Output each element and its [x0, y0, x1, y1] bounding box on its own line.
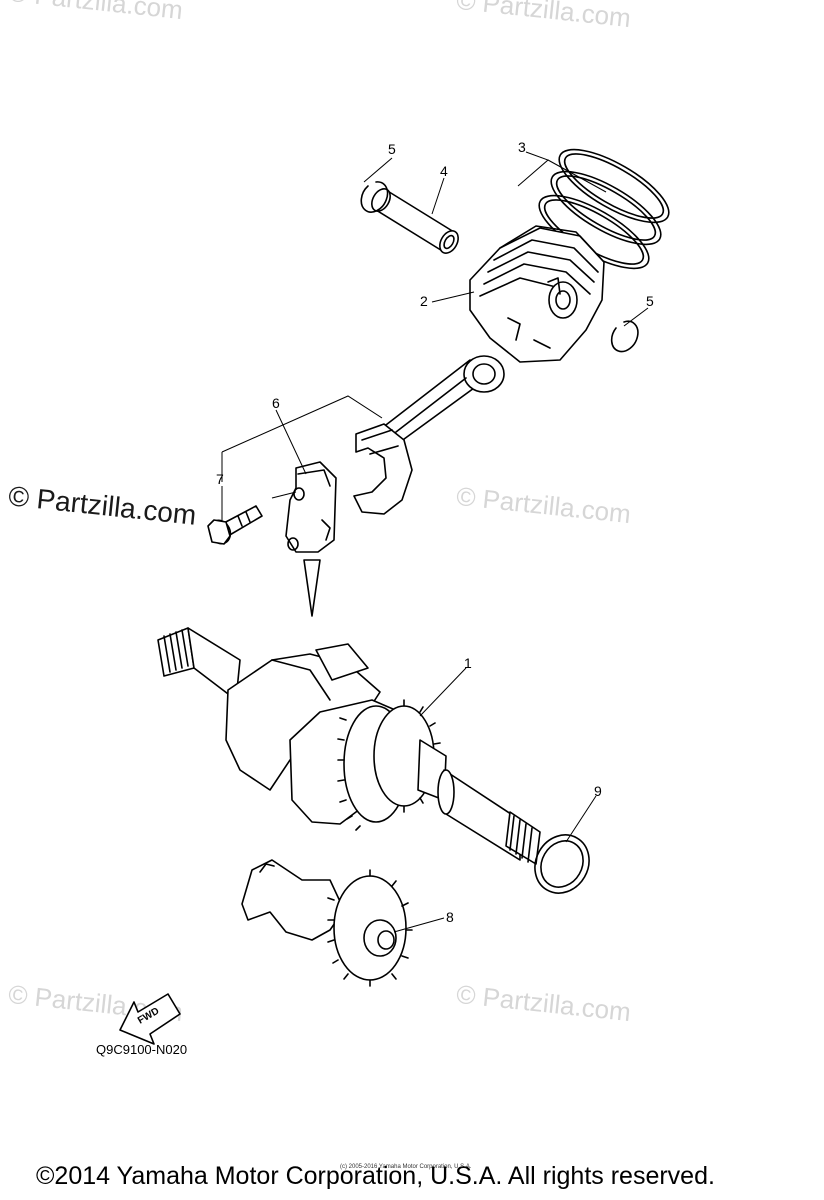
callout-9: 9 [594, 783, 602, 799]
callout-1: 1 [464, 655, 472, 671]
circlip-right [610, 320, 639, 353]
o-ring [534, 834, 590, 894]
leader-lines [221, 151, 649, 933]
diagram-code: Q9C9100-N020 [96, 1042, 188, 1057]
connecting-rod [353, 355, 505, 515]
callout-6: 6 [272, 395, 280, 411]
callout-5-left: 5 [388, 141, 396, 157]
small-print: (c) 2005-2016 Yamaha Motor Corporation, … [340, 1164, 472, 1170]
callout-5-right: 5 [646, 293, 654, 309]
connecting-rod-cap [285, 461, 337, 617]
balancer-shaft [241, 859, 413, 987]
copyright-notice: ©2014 Yamaha Motor Corporation, U.S.A. A… [36, 1162, 715, 1190]
piston-pin [371, 188, 459, 254]
circlip-left [360, 181, 389, 213]
callout-3: 3 [518, 139, 526, 155]
piston [469, 225, 605, 363]
crankshaft [157, 627, 541, 865]
callout-7: 7 [216, 471, 224, 487]
callout-8: 8 [446, 909, 454, 925]
fwd-arrow-icon: FWD [119, 993, 181, 1045]
callout-2: 2 [420, 293, 428, 309]
rod-bolt [207, 505, 263, 545]
callout-4: 4 [440, 163, 448, 179]
